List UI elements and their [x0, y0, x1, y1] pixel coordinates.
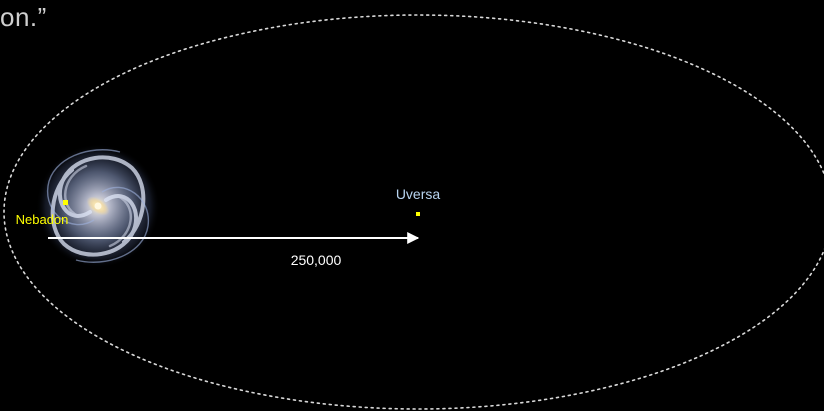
spiral-galaxy-icon	[36, 144, 160, 268]
orbit-ellipse	[3, 14, 824, 410]
distance-label: 250,000	[291, 252, 342, 268]
uversa-marker	[416, 212, 420, 216]
caption-fragment: on.”	[0, 2, 47, 32]
nebadon-marker	[63, 200, 68, 205]
nebadon-label: Nebadon	[16, 212, 69, 227]
uversa-label: Uversa	[396, 186, 441, 202]
